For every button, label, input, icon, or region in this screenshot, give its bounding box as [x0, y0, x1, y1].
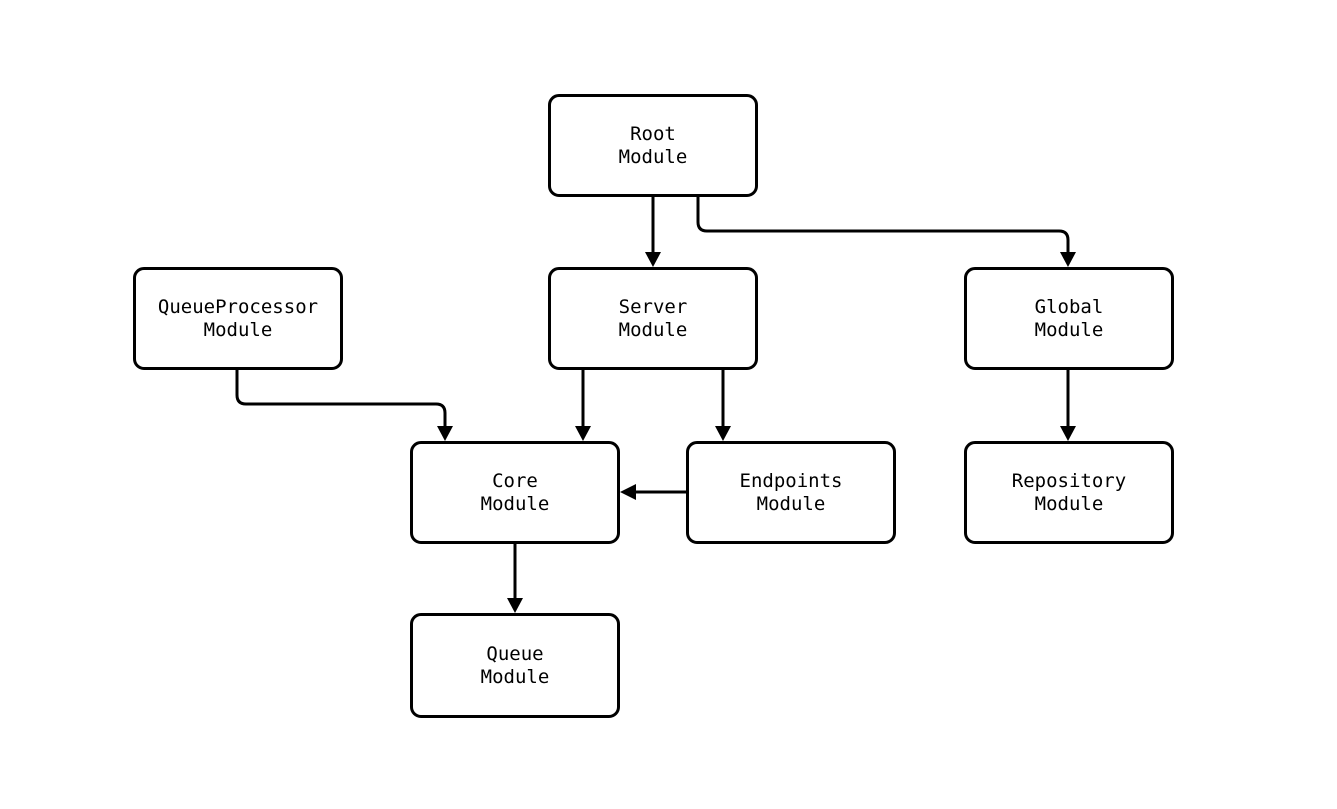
edge-endpoints-to-core	[620, 484, 686, 500]
node-global-module-label: Global Module	[1034, 295, 1104, 341]
node-root-module-label: Root Module	[618, 122, 688, 168]
edge-server-to-endpoints	[715, 370, 731, 441]
node-core-module-label: Core Module	[480, 469, 550, 515]
edge-core-to-queue	[507, 544, 523, 613]
node-endpoints-module[interactable]: Endpoints Module	[686, 441, 896, 544]
edge-root-to-global	[696, 197, 1076, 267]
node-queueprocessor-module-label: QueueProcessor Module	[157, 295, 319, 341]
node-global-module[interactable]: Global Module	[964, 267, 1174, 370]
node-endpoints-module-label: Endpoints Module	[739, 469, 843, 515]
node-server-module[interactable]: Server Module	[548, 267, 758, 370]
edge-queueprocessor-to-core	[235, 370, 453, 441]
node-repository-module[interactable]: Repository Module	[964, 441, 1174, 544]
node-core-module[interactable]: Core Module	[410, 441, 620, 544]
node-server-module-label: Server Module	[618, 295, 688, 341]
edge-server-to-core	[575, 370, 591, 441]
node-queue-module[interactable]: Queue Module	[410, 613, 620, 718]
node-root-module[interactable]: Root Module	[548, 94, 758, 197]
node-queue-module-label: Queue Module	[480, 642, 550, 688]
edge-global-to-repository	[1060, 370, 1076, 441]
node-repository-module-label: Repository Module	[1011, 469, 1127, 515]
node-queueprocessor-module[interactable]: QueueProcessor Module	[133, 267, 343, 370]
edge-root-to-server	[645, 197, 661, 267]
